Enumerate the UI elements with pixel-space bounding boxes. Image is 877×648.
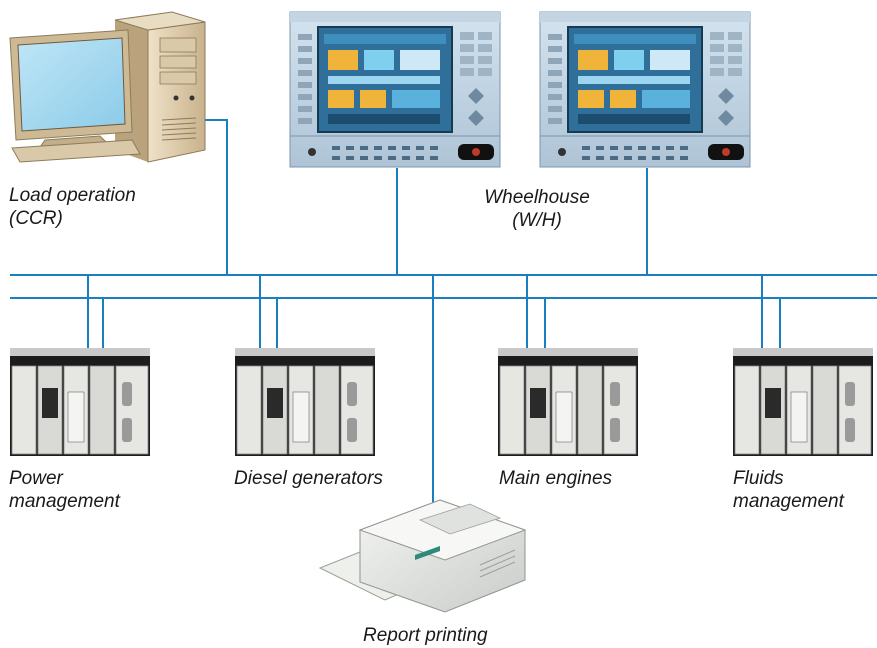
- laser-printer-icon: [318, 499, 527, 613]
- hmi-touch-panel-icon: [539, 11, 751, 168]
- hmi-touch-panel-icon: [289, 11, 501, 168]
- fluids-management-label: Fluids management: [733, 468, 844, 512]
- report-printing-label: Report printing: [363, 625, 488, 646]
- desktop-computer-icon: [9, 11, 206, 163]
- plc-rack-icon: [733, 348, 873, 456]
- wheelhouse-label: Wheelhouse (W/H): [484, 187, 590, 231]
- diesel-generators-label: Diesel generators: [234, 468, 383, 489]
- plc-rack-icon: [235, 348, 375, 456]
- power-management-label: Power management: [9, 468, 120, 512]
- pc-link: [205, 119, 228, 275]
- network-bus: [10, 119, 877, 510]
- plc-rack-icon: [498, 348, 638, 456]
- main-engines-label: Main engines: [499, 468, 613, 489]
- plc-rack-icon: [10, 348, 150, 456]
- load-operation-label: Load operation (CCR): [9, 185, 136, 229]
